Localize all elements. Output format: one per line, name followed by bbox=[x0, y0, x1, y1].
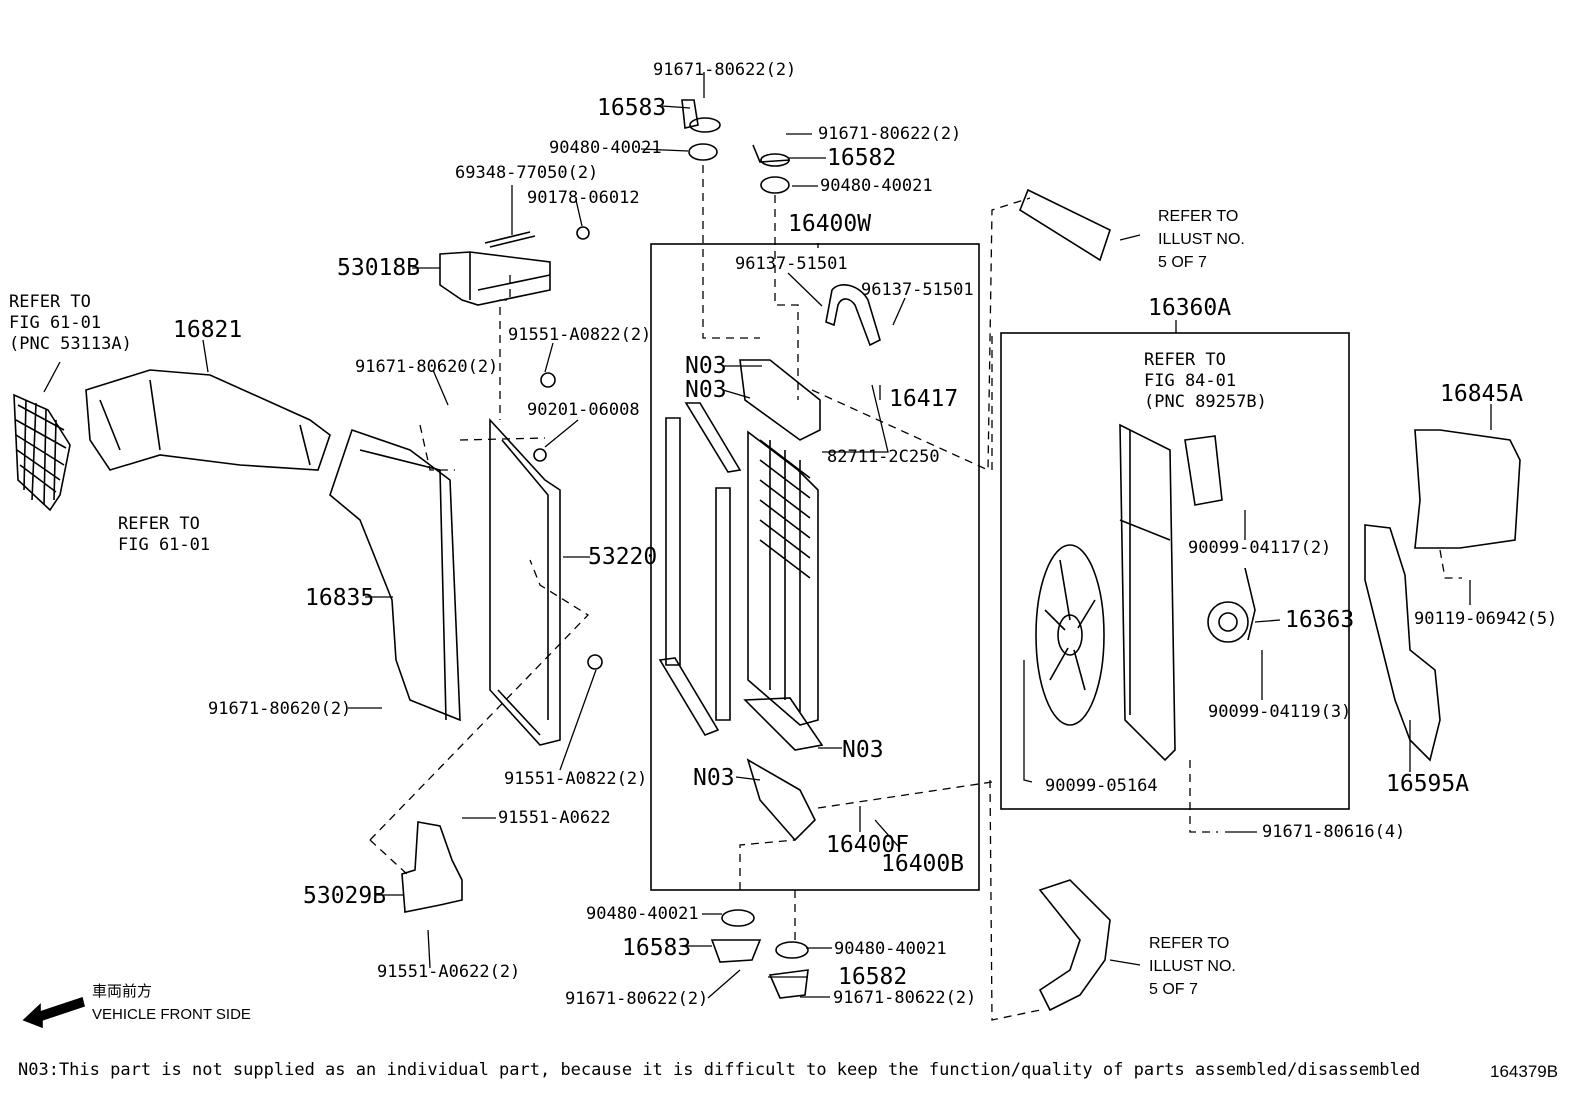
label-96137-51501-a: 96137-51501 bbox=[735, 254, 848, 274]
vehicle-front-arrow bbox=[22, 996, 85, 1029]
support-panel-53220-drawing bbox=[489, 417, 561, 746]
hose-bottom-right-drawing bbox=[1038, 879, 1111, 1012]
bracket-53029B-drawing bbox=[401, 821, 463, 913]
cover-16845A-drawing bbox=[1414, 429, 1521, 549]
cooling-fan-drawing bbox=[1035, 544, 1105, 726]
label-16400W: 16400W bbox=[788, 211, 872, 237]
label-16845A: 16845A bbox=[1440, 381, 1524, 407]
label-53220: 53220 bbox=[588, 544, 658, 570]
vehicle-front-label-jp: 車両前方 bbox=[92, 983, 153, 1000]
label-16363: 16363 bbox=[1285, 607, 1355, 633]
label-n03-c: N03 bbox=[842, 737, 884, 763]
label-96137-51501-b: 96137-51501 bbox=[861, 280, 974, 300]
refer-illust-5-of-7-top: REFER TO ILLUST NO. 5 OF 7 bbox=[1158, 208, 1245, 271]
grille-screen-drawing bbox=[13, 393, 71, 512]
fan-motor-drawing bbox=[1207, 567, 1256, 643]
leader-lines bbox=[43, 72, 1492, 999]
cover-16595A-drawing bbox=[1364, 524, 1441, 762]
label-91551-A0822-bottom: 91551-A0822(2) bbox=[504, 769, 648, 789]
label-91671-80622-bottom-left: 91671-80622(2) bbox=[565, 989, 709, 1009]
side-seals-drawing bbox=[658, 402, 742, 736]
fan-shroud-drawing bbox=[1119, 423, 1223, 762]
radiator-assembly-frame bbox=[650, 243, 980, 891]
label-16582-bottom: 16582 bbox=[838, 964, 908, 990]
label-16595A: 16595A bbox=[1386, 771, 1470, 797]
label-53029B: 53029B bbox=[303, 883, 387, 909]
label-91671-80622-top: 91671-80622(2) bbox=[653, 60, 797, 80]
label-91671-80620-top: 91671-80620(2) bbox=[355, 357, 499, 377]
label-91551-A0822-top: 91551-A0822(2) bbox=[508, 325, 652, 345]
figure-number: 164379B bbox=[1490, 1062, 1559, 1081]
n03-footnote: N03:This part is not supplied as an indi… bbox=[18, 1060, 1421, 1080]
label-90099-04119: 90099-04119(3) bbox=[1208, 702, 1352, 722]
label-16821: 16821 bbox=[173, 317, 243, 343]
label-91671-80622-bottom-right: 91671-80622(2) bbox=[833, 988, 977, 1008]
vehicle-front-label-en: VEHICLE FRONT SIDE bbox=[92, 1006, 251, 1023]
label-91551-A0622: 91551-A0622 bbox=[498, 808, 611, 828]
label-69348-77050: 69348-77050(2) bbox=[455, 163, 599, 183]
label-90201-06008: 90201-06008 bbox=[527, 400, 640, 420]
label-90480-40021-top: 90480-40021 bbox=[549, 138, 662, 158]
bracket-53018B-drawing bbox=[439, 226, 590, 306]
label-16417: 16417 bbox=[889, 386, 959, 412]
label-16400B: 16400B bbox=[881, 851, 965, 877]
label-n03-d: N03 bbox=[693, 765, 735, 791]
label-82711-2C250: 82711-2C250 bbox=[827, 447, 940, 467]
refer-fig-84-01: REFER TO FIG 84-01 (PNC 89257B) bbox=[1144, 350, 1267, 412]
label-16583-top: 16583 bbox=[597, 95, 667, 121]
dashed-lines bbox=[369, 165, 1462, 1021]
label-16583-bottom: 16583 bbox=[622, 935, 692, 961]
label-16582-top: 16582 bbox=[827, 145, 897, 171]
refer-fig-61-01-top: REFER TO FIG 61-01 (PNC 53113A) bbox=[9, 292, 132, 354]
label-53018B: 53018B bbox=[337, 255, 421, 281]
refer-illust-5-of-7-bottom: REFER TO ILLUST NO. 5 OF 7 bbox=[1149, 935, 1236, 998]
label-16360A: 16360A bbox=[1148, 295, 1232, 321]
label-91671-80616: 91671-80616(4) bbox=[1262, 822, 1406, 842]
refer-fig-61-01-bottom: REFER TO FIG 61-01 bbox=[118, 514, 211, 555]
label-91551-A0622-bottom: 91551-A0622(2) bbox=[377, 962, 521, 982]
label-n03-b: N03 bbox=[685, 377, 727, 403]
label-91671-80620-bottom: 91671-80620(2) bbox=[208, 699, 352, 719]
fan-shroud-assembly-frame bbox=[1000, 332, 1350, 810]
label-90480-40021-bottom-left: 90480-40021 bbox=[586, 904, 699, 924]
air-duct-16821-drawing bbox=[85, 369, 331, 471]
label-90119-06942: 90119-06942(5) bbox=[1414, 609, 1558, 629]
upper-hose-drawing bbox=[825, 284, 881, 347]
hose-top-right-drawing bbox=[1019, 188, 1111, 262]
label-90480-40021-bottom-right: 90480-40021 bbox=[834, 939, 947, 959]
air-duct-16835-drawing bbox=[329, 428, 461, 722]
radiator-core-drawing bbox=[739, 359, 824, 842]
label-91671-80622-mid: 91671-80622(2) bbox=[818, 124, 962, 144]
label-90480-40021-mid: 90480-40021 bbox=[820, 176, 933, 196]
mount-brackets-drawing bbox=[533, 99, 809, 999]
label-90178-06012: 90178-06012 bbox=[527, 188, 640, 208]
label-90099-05164: 90099-05164 bbox=[1045, 776, 1158, 796]
label-n03-a: N03 bbox=[685, 353, 727, 379]
label-16835: 16835 bbox=[305, 585, 375, 611]
label-16400F: 16400F bbox=[826, 832, 910, 858]
label-90099-04117: 90099-04117(2) bbox=[1188, 538, 1332, 558]
